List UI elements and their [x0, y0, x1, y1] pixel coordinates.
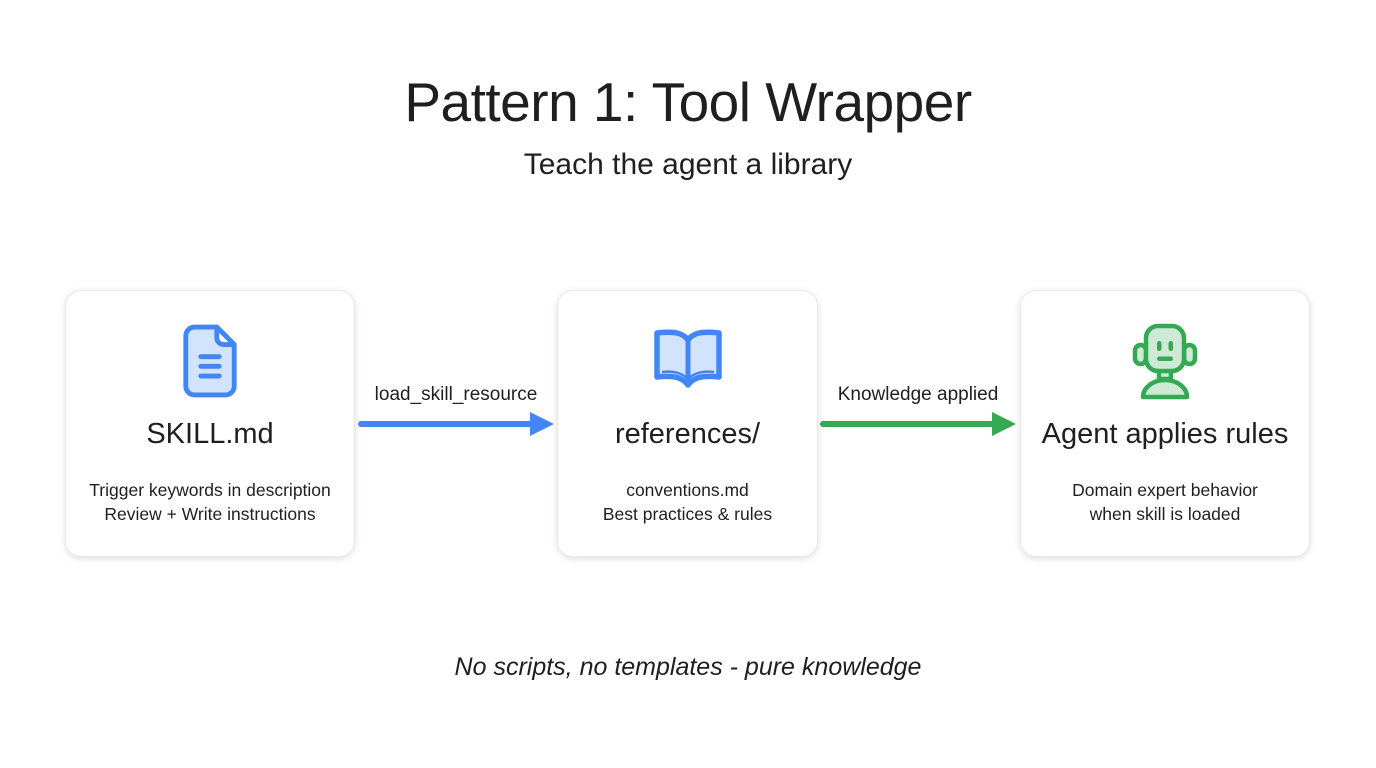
arrow-line	[358, 421, 532, 427]
node-description-line: Review + Write instructions	[104, 503, 316, 524]
arrow-load-skill-resource: load_skill_resource	[358, 384, 554, 436]
open-book-icon	[648, 321, 728, 401]
node-title: SKILL.md	[146, 418, 274, 450]
node-description-line: conventions.md	[626, 479, 749, 500]
document-icon	[179, 321, 241, 401]
node-skill-md: SKILL.md Trigger keywords in description…	[65, 290, 355, 557]
node-description-line: Trigger keywords in description	[89, 479, 331, 500]
arrow-label: load_skill_resource	[374, 384, 538, 405]
node-description: conventions.md Best practices & rules	[603, 478, 772, 526]
node-agent-applies-rules: Agent applies rules Domain expert behavi…	[1020, 290, 1310, 557]
arrow-head-icon	[992, 412, 1016, 436]
node-description: Trigger keywords in description Review +…	[89, 478, 331, 526]
arrow-line	[820, 421, 994, 427]
node-description: Domain expert behavior when skill is loa…	[1072, 478, 1258, 526]
node-description-line: Best practices & rules	[602, 503, 773, 524]
page-subtitle: Teach the agent a library	[523, 148, 853, 181]
footnote: No scripts, no templates - pure knowledg…	[454, 653, 922, 681]
node-description-line: when skill is loaded	[1089, 503, 1241, 524]
node-references: references/ conventions.md Best practice…	[557, 290, 818, 557]
node-description-line: Domain expert behavior	[1072, 479, 1258, 500]
robot-icon	[1126, 321, 1204, 401]
arrow-head-icon	[530, 412, 554, 436]
page-title: Pattern 1: Tool Wrapper	[404, 71, 972, 133]
arrow-label: Knowledge applied	[837, 384, 999, 405]
node-title: references/	[614, 418, 761, 450]
arrow-knowledge-applied: Knowledge applied	[820, 384, 1016, 436]
node-title: Agent applies rules	[1041, 418, 1289, 450]
